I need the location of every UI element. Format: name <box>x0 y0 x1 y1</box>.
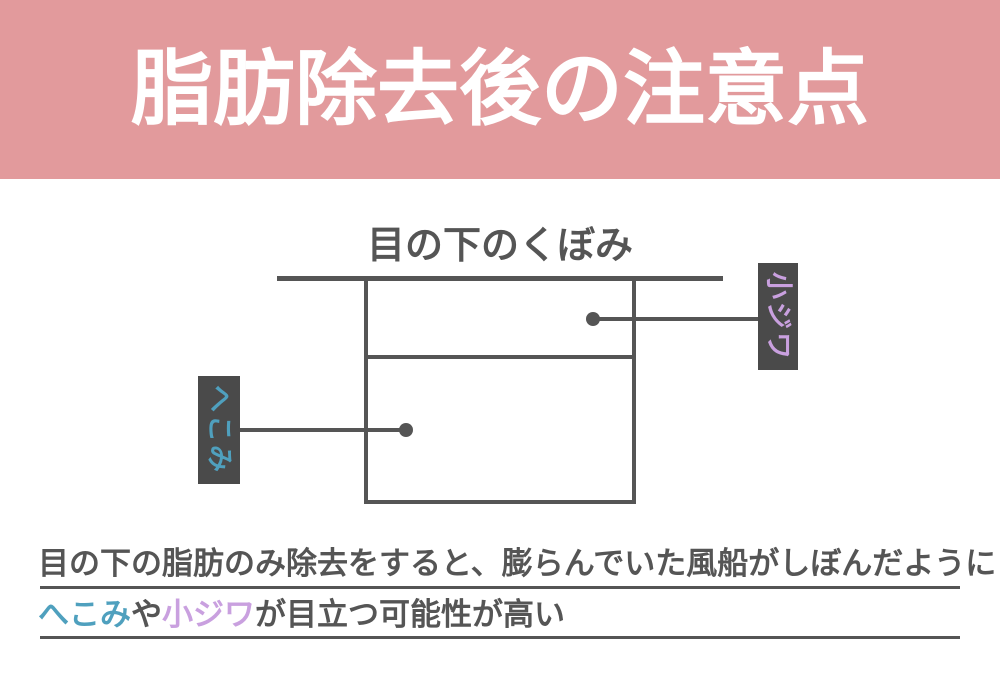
caption-keyword-dent: へこみ <box>38 597 131 632</box>
skin-surface-line <box>277 276 723 281</box>
wrinkle-point-dot <box>586 312 600 326</box>
caption-line-1: 目の下の脂肪のみ除去をすると、膨らんでいた風船がしぼんだように <box>38 546 997 581</box>
caption-tail: が目立つ可能性が高い <box>255 597 565 632</box>
wrinkle-leader-line <box>593 317 758 321</box>
caption-underline-1 <box>40 586 960 589</box>
diagram-title: 目の下のくぼみ <box>366 225 633 267</box>
hollow-right-line <box>632 276 636 504</box>
header-banner: 脂肪除去後の注意点 <box>0 0 1000 179</box>
dent-callout-label: へこみ <box>198 376 240 484</box>
dent-callout-text: へこみ <box>204 385 235 475</box>
caption-line-2: へこみや小ジワが目立つ可能性が高い <box>38 596 968 633</box>
caption-connector: や <box>131 597 162 632</box>
hollow-bottom-line <box>364 500 636 504</box>
hollow-left-line <box>364 276 368 504</box>
caption-underline-2 <box>40 636 960 639</box>
wrinkle-callout-label: 小ジワ <box>758 263 798 370</box>
hollow-divider-line <box>364 355 636 359</box>
caption-keyword-wrinkle: 小ジワ <box>162 597 255 632</box>
wrinkle-callout-text: 小ジワ <box>763 271 794 362</box>
dent-point-dot <box>399 423 413 437</box>
dent-leader-line <box>240 428 406 432</box>
header-title: 脂肪除去後の注意点 <box>130 43 869 135</box>
